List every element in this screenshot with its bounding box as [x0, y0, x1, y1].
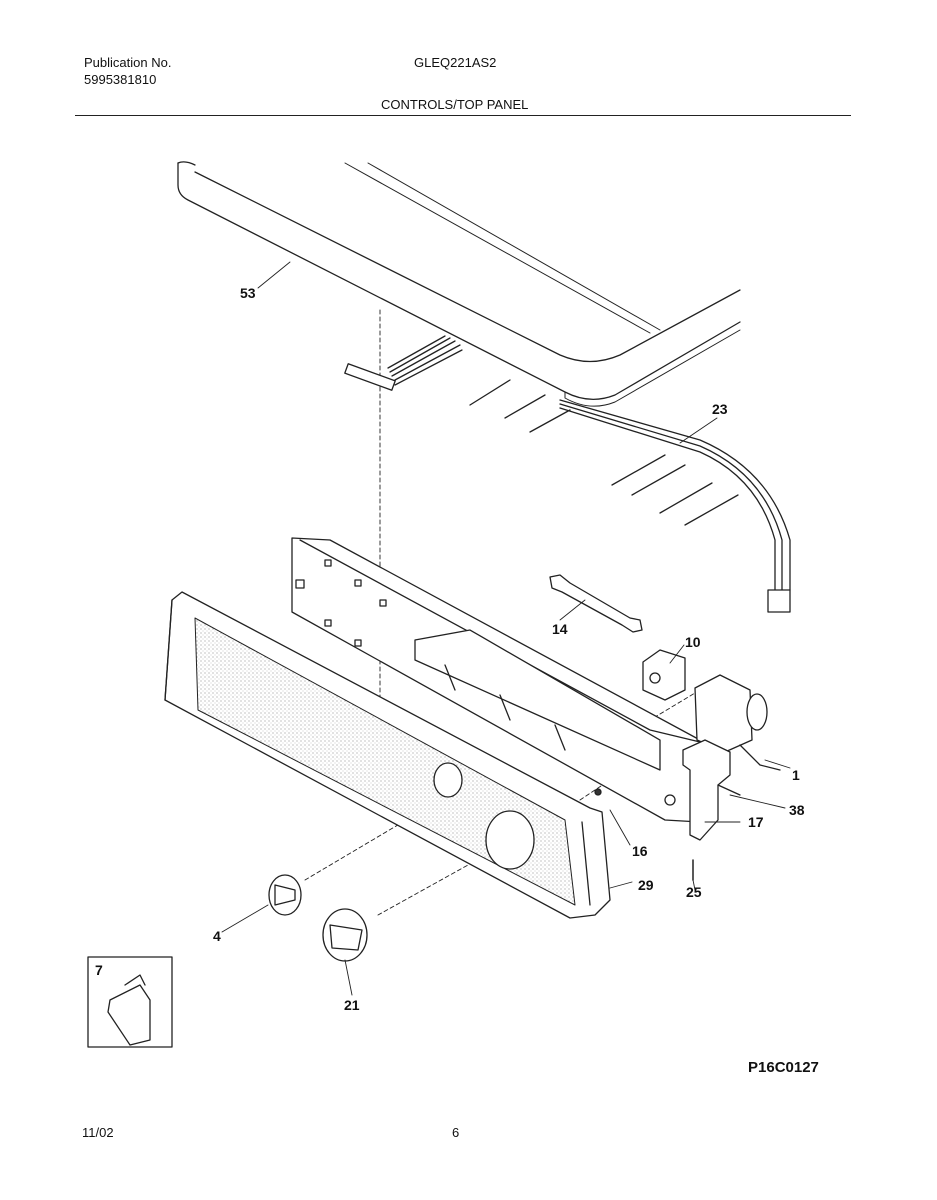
- publication-number: 5995381810: [84, 72, 157, 87]
- control-panel-back: [291, 537, 701, 823]
- footer-date: 11/02: [82, 1125, 114, 1140]
- callout-4: 4: [213, 928, 221, 944]
- callout-14: 14: [552, 621, 568, 637]
- callout-16: 16: [632, 843, 648, 859]
- section-title: CONTROLS/TOP PANEL: [381, 97, 529, 112]
- model-number: GLEQ221AS2: [414, 55, 497, 70]
- callout-29: 29: [638, 877, 654, 893]
- console-front-part: [164, 591, 611, 919]
- callout-38: 38: [789, 802, 805, 818]
- page-number: 6: [452, 1125, 460, 1140]
- callout-17: 17: [748, 814, 764, 830]
- figure-id: P16C0127: [748, 1059, 819, 1076]
- knob-large-part: [322, 908, 368, 962]
- wire-harness-part: [344, 335, 791, 613]
- inset-box: [87, 956, 173, 1048]
- mounting-bracket-part: [682, 739, 741, 881]
- bracket-strip-part: [549, 574, 643, 633]
- callout-7: 7: [95, 962, 103, 978]
- timer-part: [694, 674, 781, 771]
- knob-small-part: [268, 874, 302, 916]
- callout-53: 53: [240, 285, 256, 301]
- top-panel-part: [177, 161, 741, 407]
- callout-21: 21: [344, 997, 360, 1013]
- callout-25: 25: [686, 884, 702, 900]
- header-divider: [75, 115, 851, 116]
- callout-23: 23: [712, 401, 728, 417]
- callout-10: 10: [685, 634, 701, 650]
- publication-label: Publication No.: [84, 55, 172, 70]
- leader-lines: [221, 261, 791, 996]
- callout-1: 1: [792, 767, 800, 783]
- switch-part: [642, 649, 686, 701]
